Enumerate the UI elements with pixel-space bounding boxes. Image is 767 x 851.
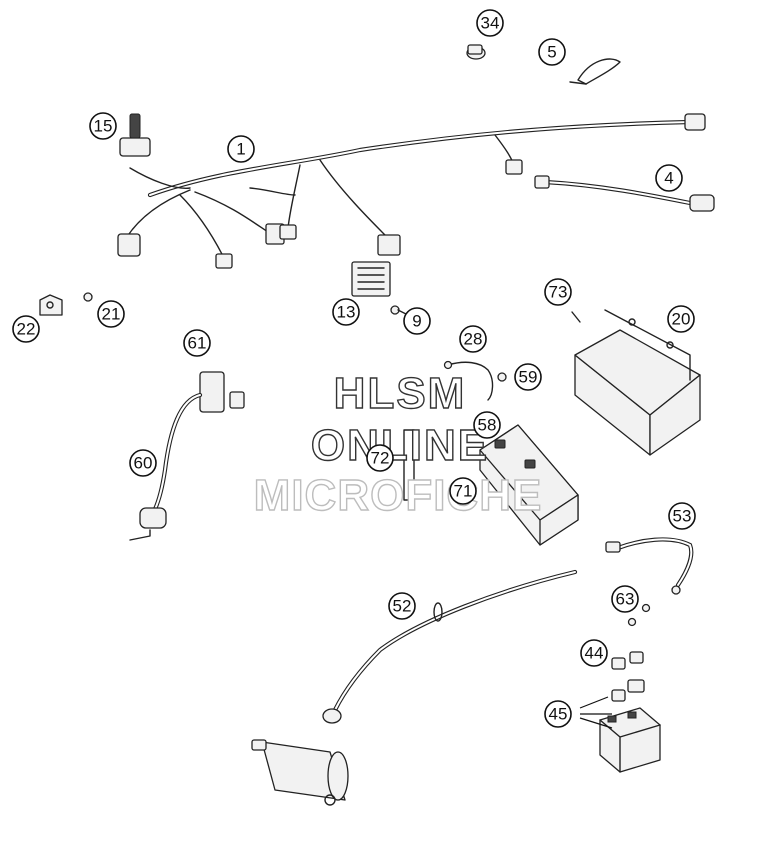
- callout-52[interactable]: 52: [388, 592, 416, 620]
- callout-58[interactable]: 58: [473, 411, 501, 439]
- nut[interactable]: [83, 292, 93, 302]
- callout-label: 61: [188, 334, 207, 353]
- callout-label: 1: [236, 140, 245, 159]
- bolt[interactable]: [390, 305, 407, 315]
- callout-72[interactable]: 72: [366, 444, 394, 472]
- callout-label: 21: [102, 305, 121, 324]
- battery-box-screw[interactable]: [571, 311, 581, 323]
- callout-label: 58: [478, 416, 497, 435]
- callout-label: 13: [337, 303, 356, 322]
- callout-label: 34: [481, 14, 500, 33]
- watermark: HLSM ONLINE MICROFICHE: [253, 368, 543, 520]
- watermark-line-1: HLSM: [334, 369, 467, 418]
- switch[interactable]: [119, 113, 151, 157]
- callout-9[interactable]: 9: [403, 307, 431, 335]
- battery-box[interactable]: [574, 309, 701, 456]
- ground-lead[interactable]: [443, 360, 494, 401]
- callout-label: 52: [393, 597, 412, 616]
- screws[interactable]: [627, 603, 651, 627]
- voltage-regulator[interactable]: [351, 261, 391, 297]
- callout-label: 53: [673, 507, 692, 526]
- sensor-cable[interactable]: [534, 175, 715, 212]
- leader-lines: [579, 696, 613, 729]
- watermark-line-3: MICROFICHE: [254, 471, 543, 520]
- callout-45[interactable]: 45: [544, 700, 572, 728]
- callout-label: 45: [549, 705, 568, 724]
- fuses[interactable]: [611, 651, 645, 702]
- callout-label: 71: [454, 482, 473, 501]
- callout-20[interactable]: 20: [667, 305, 695, 333]
- starter-cable[interactable]: [322, 569, 578, 724]
- callout-22[interactable]: 22: [12, 315, 40, 343]
- callout-73[interactable]: 73: [544, 278, 572, 306]
- battery-cable[interactable]: [605, 537, 694, 595]
- callout-59[interactable]: 59: [514, 363, 542, 391]
- callout-label: 5: [547, 43, 556, 62]
- ignition-coil[interactable]: [129, 371, 245, 541]
- wiring-harness[interactable]: [117, 113, 706, 269]
- battery[interactable]: [479, 424, 579, 546]
- callout-label: 28: [464, 330, 483, 349]
- screw[interactable]: [497, 372, 507, 382]
- callout-label: 9: [412, 312, 421, 331]
- callout-21[interactable]: 21: [97, 300, 125, 328]
- callout-71[interactable]: 71: [449, 477, 477, 505]
- callout-44[interactable]: 44: [580, 639, 608, 667]
- callout-1[interactable]: 1: [227, 135, 255, 163]
- strap[interactable]: [403, 429, 415, 501]
- callout-label: 4: [664, 169, 673, 188]
- callout-13[interactable]: 13: [332, 298, 360, 326]
- bracket[interactable]: [39, 294, 63, 316]
- callout-label: 44: [585, 644, 604, 663]
- callout-60[interactable]: 60: [129, 449, 157, 477]
- callout-label: 72: [371, 449, 390, 468]
- cable-tie[interactable]: [569, 58, 621, 85]
- callout-label: 20: [672, 310, 691, 329]
- callout-28[interactable]: 28: [459, 325, 487, 353]
- callout-5[interactable]: 5: [538, 38, 566, 66]
- starter-motor[interactable]: [251, 739, 349, 806]
- callout-61[interactable]: 61: [183, 329, 211, 357]
- callout-label: 73: [549, 283, 568, 302]
- callout-label: 63: [616, 590, 635, 609]
- callouts: 1 4 5 9 13 15 20 21 22 28 34 44 45 52 53…: [12, 9, 696, 728]
- starter-relay[interactable]: [599, 707, 661, 773]
- callout-4[interactable]: 4: [655, 164, 683, 192]
- watermark-line-2: ONLINE: [311, 421, 489, 470]
- callout-label: 15: [94, 117, 113, 136]
- clip[interactable]: [466, 44, 486, 60]
- callout-label: 59: [519, 368, 538, 387]
- callout-53[interactable]: 53: [668, 502, 696, 530]
- callout-label: 60: [134, 454, 153, 473]
- callout-label: 22: [17, 320, 36, 339]
- callout-15[interactable]: 15: [89, 112, 117, 140]
- callout-63[interactable]: 63: [611, 585, 639, 613]
- callout-34[interactable]: 34: [476, 9, 504, 37]
